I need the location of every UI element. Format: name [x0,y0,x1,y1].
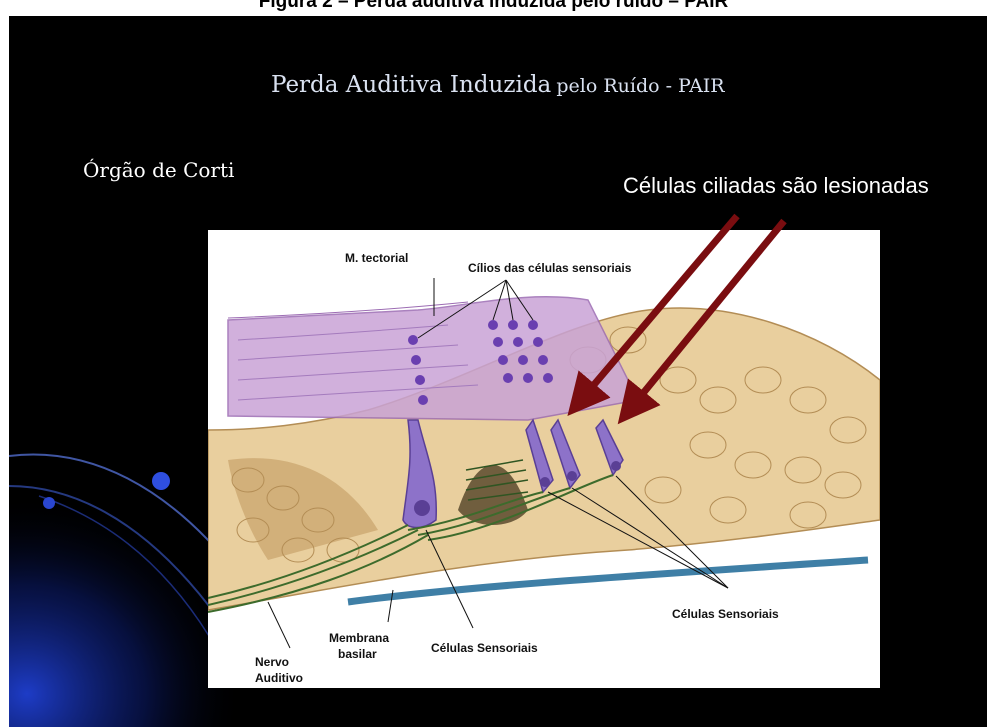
slide: Perda Auditiva Induzida pelo Ruído - PAI… [9,16,987,727]
figure-caption: Figura 2 – Perda auditiva induzida pelo … [0,0,987,13]
callout-arrows [9,16,987,727]
